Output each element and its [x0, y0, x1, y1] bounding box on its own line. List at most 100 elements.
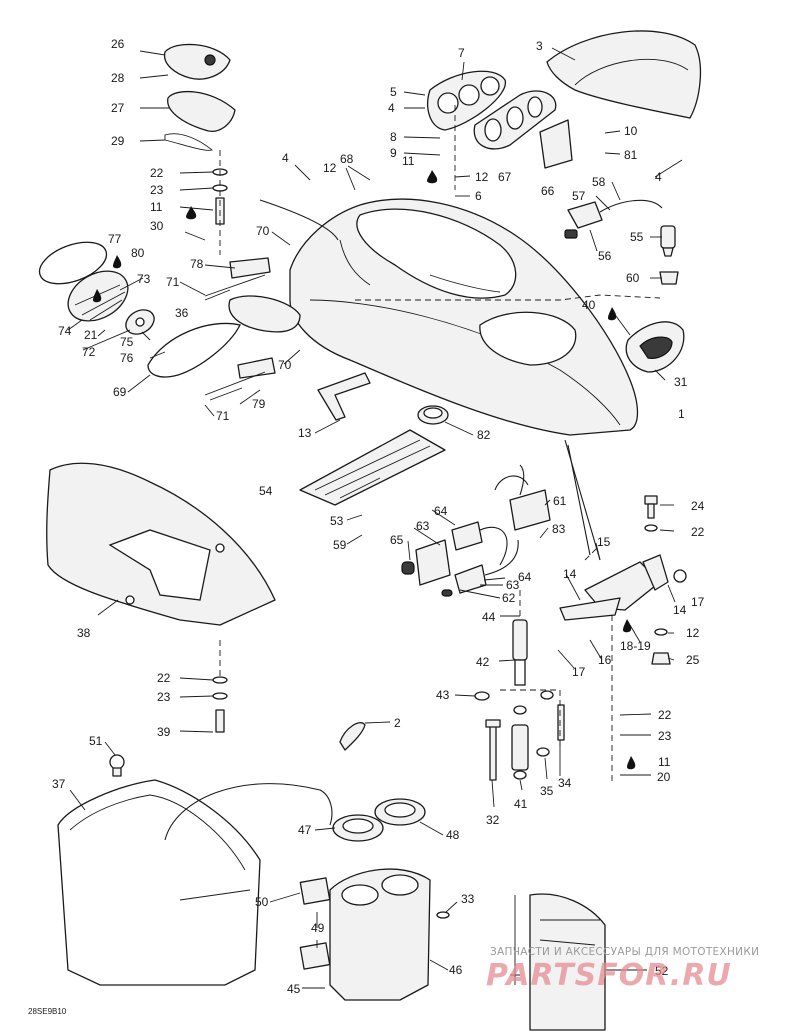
side-vent — [625, 321, 685, 373]
callout-7: 7 — [458, 46, 465, 60]
callout-52: 52 — [655, 964, 669, 978]
watermark-tagline: ЗАПЧАСТИ И АКСЕССУАРЫ ДЛЯ МОТОТЕХНИКИ — [490, 946, 759, 958]
callout-53: 53 — [330, 514, 344, 528]
callout-57: 57 — [572, 189, 586, 203]
bushings-34-35 — [536, 690, 565, 757]
callout-leaders — [67, 47, 683, 989]
assembly-line-7 — [355, 294, 661, 301]
callout-13: 13 — [298, 426, 312, 440]
callout-12: 12 — [686, 626, 700, 640]
callout-80: 80 — [131, 246, 145, 260]
callout-70: 70 — [256, 224, 270, 238]
callout-3: 3 — [536, 39, 543, 53]
callout-35: 35 — [540, 784, 554, 798]
callout-32: 32 — [486, 813, 500, 827]
support-bracket — [299, 429, 446, 506]
hinge-top — [204, 257, 271, 301]
callout-33: 33 — [461, 892, 475, 906]
callout-66: 66 — [541, 184, 555, 198]
callout-73: 73 — [137, 272, 151, 286]
gauge-holder — [473, 90, 557, 150]
cup-holder-plates — [299, 877, 450, 970]
callout-23: 23 — [150, 183, 164, 197]
callout-62: 62 — [502, 591, 516, 605]
callout-67: 67 — [498, 170, 512, 184]
bolt-stack-right — [644, 495, 671, 665]
callout-23: 23 — [157, 690, 171, 704]
sensor-fitting — [659, 225, 679, 285]
callout-45: 45 — [287, 982, 301, 996]
flow-arrow-hood — [259, 199, 339, 241]
callout-36: 36 — [175, 306, 189, 320]
wire-connector — [564, 199, 663, 239]
washer-43 — [474, 691, 490, 701]
callout-40: 40 — [582, 298, 596, 312]
callout-6: 6 — [475, 189, 482, 203]
callout-58: 58 — [592, 175, 606, 189]
bolt-32 — [485, 719, 501, 781]
callout-22: 22 — [691, 525, 705, 539]
callout-76: 76 — [120, 351, 134, 365]
grommet — [417, 405, 449, 425]
rivet-tool — [510, 893, 606, 1031]
callout-11: 11 — [150, 200, 163, 214]
callout-25: 25 — [686, 653, 700, 667]
callout-5: 5 — [390, 85, 397, 99]
callout-43: 43 — [436, 688, 450, 702]
callout-17: 17 — [691, 595, 705, 609]
callout-51: 51 — [89, 734, 103, 748]
nose-cover — [46, 462, 276, 626]
callout-70: 70 — [278, 358, 292, 372]
connector-set — [401, 521, 519, 597]
callout-11: 11 — [402, 154, 415, 168]
callout-21: 21 — [84, 328, 98, 342]
callout-50: 50 — [255, 895, 269, 909]
callout-56: 56 — [598, 249, 612, 263]
shock-absorber — [511, 619, 529, 780]
callout-42: 42 — [476, 655, 490, 669]
callout-79: 79 — [252, 397, 266, 411]
callout-27: 27 — [111, 101, 125, 115]
callout-65: 65 — [390, 533, 404, 547]
callout-68: 68 — [340, 152, 354, 166]
callout-44: 44 — [482, 610, 496, 624]
callout-37: 37 — [52, 777, 66, 791]
hood-cover — [546, 30, 702, 119]
callout-22: 22 — [150, 166, 164, 180]
callout-22: 22 — [658, 708, 672, 722]
callout-11: 11 — [658, 755, 671, 769]
drawing-code: 28SE9B10 — [28, 1007, 67, 1016]
callout-59: 59 — [333, 538, 347, 552]
callout-46: 46 — [449, 963, 463, 977]
callout-39: 39 — [157, 725, 171, 739]
grab-handle — [317, 372, 371, 421]
callout-64: 64 — [518, 570, 532, 584]
callout-29: 29 — [111, 134, 125, 148]
watermark-site: PARTSFOR.RU — [486, 958, 732, 993]
clip — [339, 722, 366, 751]
callout-30: 30 — [150, 219, 164, 233]
callout-48: 48 — [446, 828, 460, 842]
callout-labels: 1 2 3 4 4 4 5 6 7 8 9 10 11 11 11 12 12 … — [52, 37, 705, 996]
callout-83: 83 — [552, 522, 566, 536]
callout-17: 17 — [572, 665, 586, 679]
flow-arrow-bracket — [564, 439, 601, 561]
callout-28: 28 — [111, 71, 125, 85]
cup-holder-rings — [332, 798, 426, 842]
callout-20: 20 — [657, 770, 671, 784]
callout-60: 60 — [626, 271, 640, 285]
callout-34: 34 — [558, 776, 572, 790]
callout-4: 4 — [388, 101, 395, 115]
callout-38: 38 — [77, 626, 91, 640]
watermark: ЗАПЧАСТИ И АКСЕССУАРЫ ДЛЯ МОТОТЕХНИКИ PA… — [486, 946, 759, 993]
callout-4: 4 — [282, 151, 289, 165]
callout-78: 78 — [190, 257, 204, 271]
rear-mount-bracket — [559, 554, 687, 621]
storage-bin — [57, 754, 261, 986]
callout-14: 14 — [673, 603, 687, 617]
callout-31: 31 — [674, 375, 688, 389]
assembly-line-8 — [584, 544, 601, 561]
hinge-bottom — [204, 357, 276, 401]
callout-82: 82 — [477, 428, 491, 442]
